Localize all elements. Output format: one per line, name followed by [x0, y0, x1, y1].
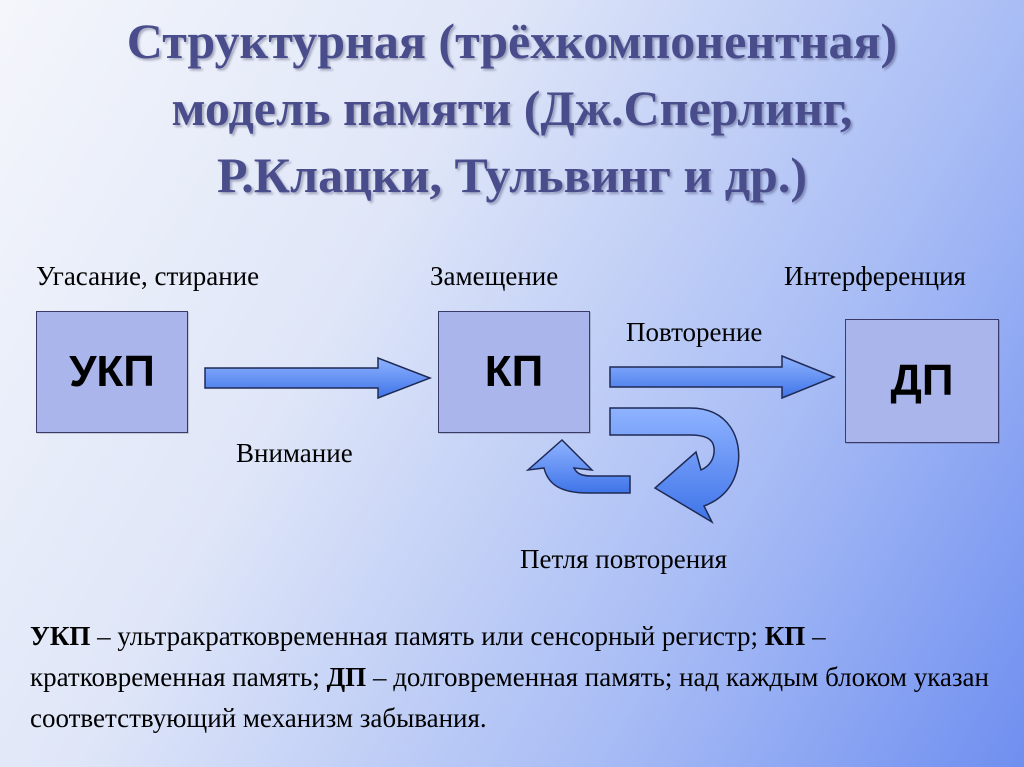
legend-term-ukp: УКП [30, 621, 91, 651]
label-repetition: Повторение [626, 317, 763, 347]
label-rehearsal-loop: Петля повторения [520, 544, 728, 574]
legend-def-dp: – долговременная память; над каждым блок… [30, 662, 989, 733]
loop-arrow-right [609, 407, 740, 524]
label-displacement: Замещение [430, 261, 559, 291]
slide-title: Структурная (трёхкомпонентная) модель па… [0, 8, 1024, 209]
label-interference: Интерференция [784, 261, 966, 291]
block-ukp: УКП [36, 311, 188, 433]
legend-def-kp: – кратковременная память; [30, 621, 826, 692]
legend-term-dp: ДП [326, 662, 367, 692]
title-line-2: модель памяти (Дж.Сперлинг, [171, 80, 853, 136]
arrow-attention [204, 356, 433, 400]
loop-arrow-left [525, 438, 631, 494]
label-decay: Угасание, стирание [36, 261, 260, 291]
title-line-1: Структурная (трёхкомпонентная) [126, 13, 898, 69]
label-attention: Внимание [236, 438, 353, 468]
legend-term-kp: КП [764, 621, 806, 651]
arrow-repetition [609, 354, 837, 400]
block-kp: КП [438, 311, 590, 433]
legend-text: УКП – ультракратковременная память или с… [30, 616, 1010, 739]
title-line-3: Р.Клацки, Тульвинг и др.) [216, 147, 807, 203]
legend-def-ukp: – ультракратковременная память или сенсо… [90, 621, 765, 651]
block-dp: ДП [845, 319, 999, 443]
